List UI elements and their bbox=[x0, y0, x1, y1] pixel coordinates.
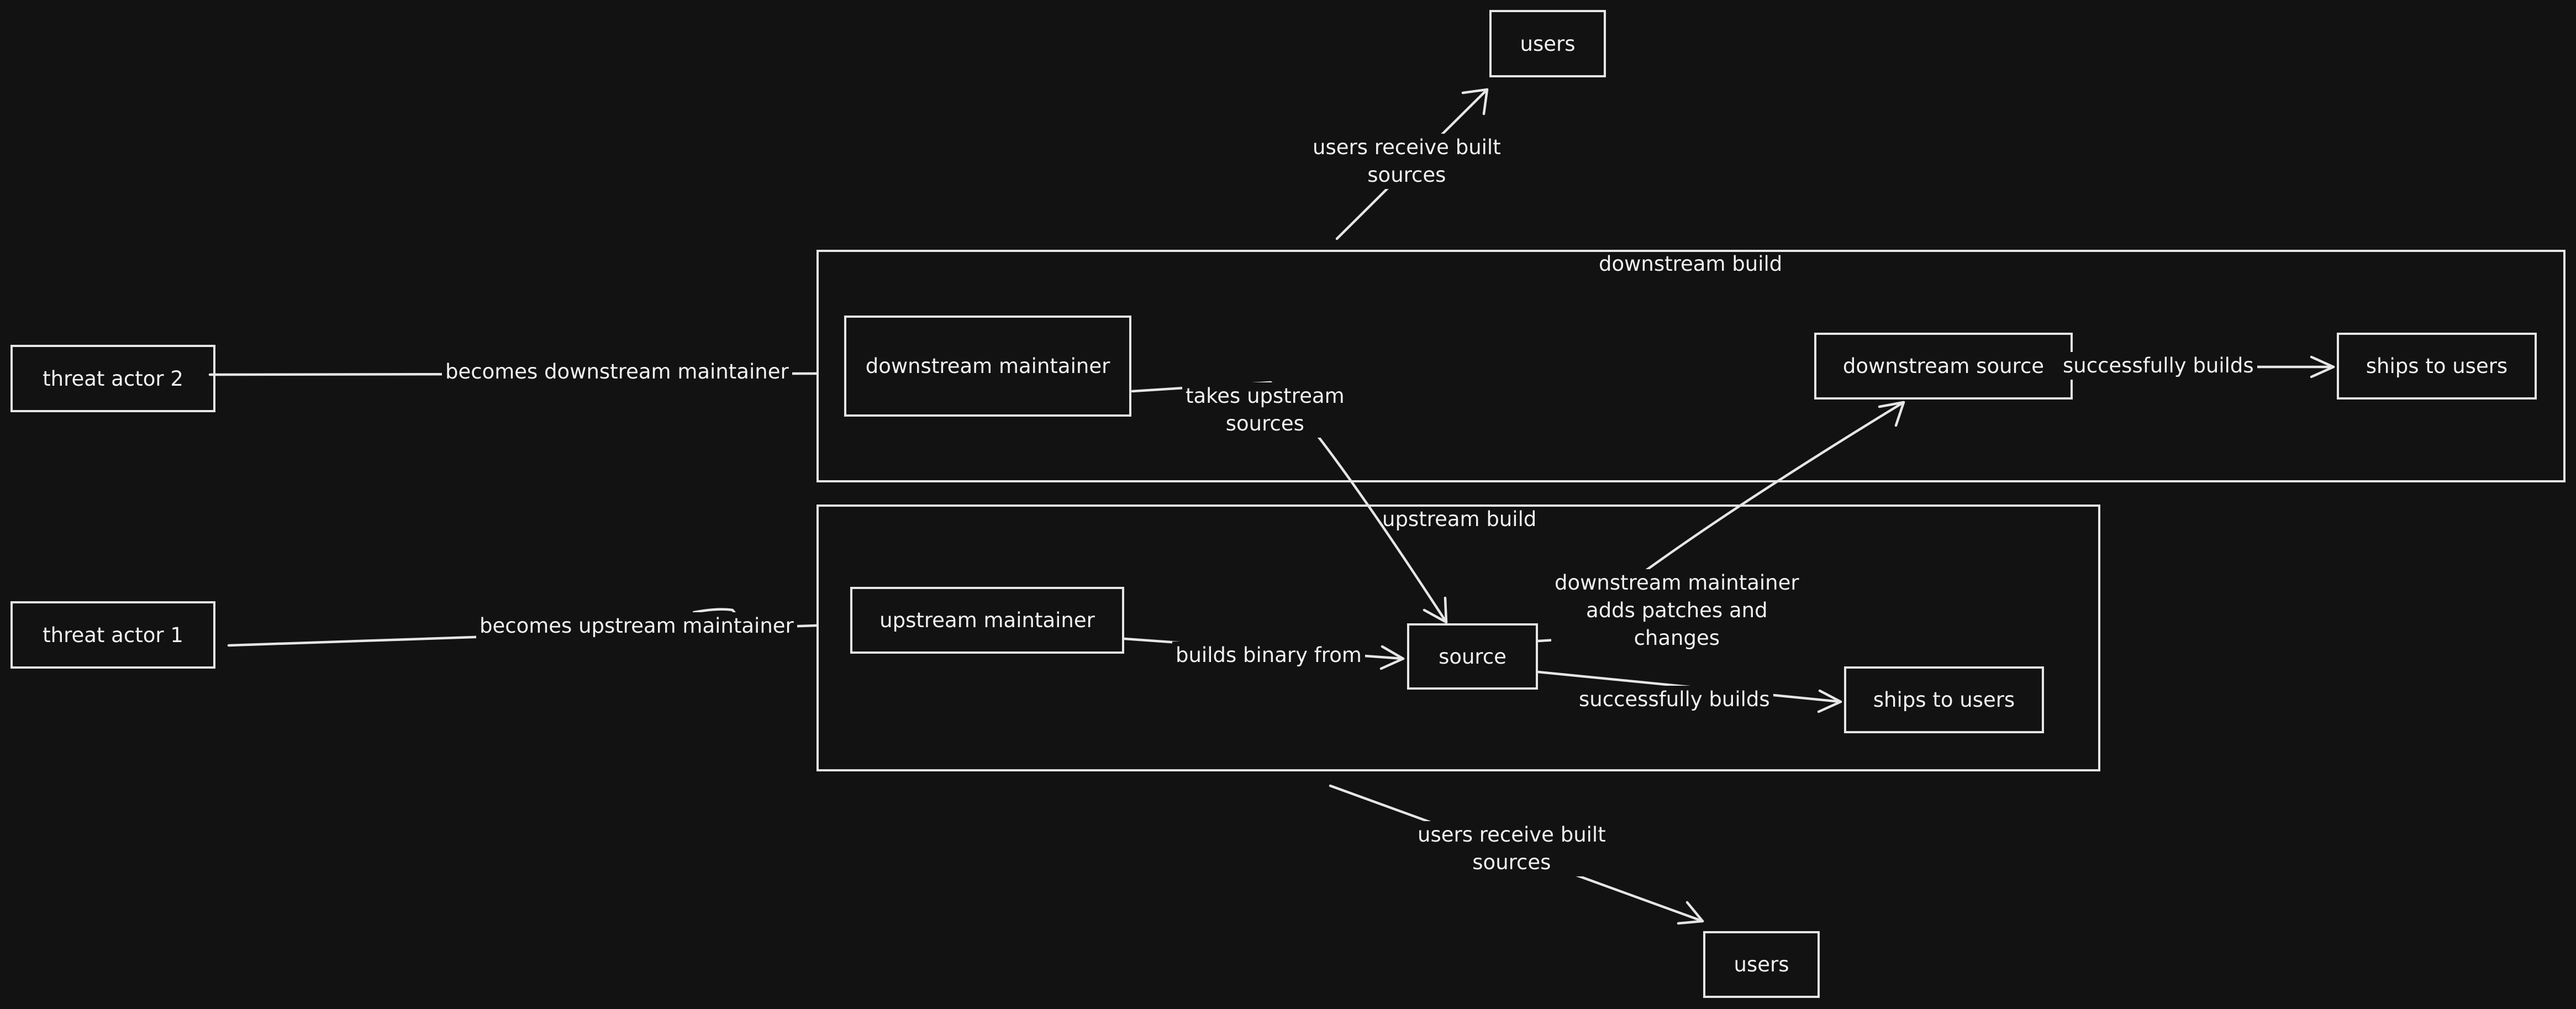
arrowhead-users-bottom bbox=[1677, 901, 1704, 925]
node-downstream-source[interactable]: downstream source bbox=[1814, 333, 2073, 400]
node-downstream-maintainer[interactable]: downstream maintainer bbox=[844, 316, 1131, 417]
arrowhead-source-top bbox=[1423, 596, 1448, 624]
edge-label-downstream-adds-patches: downstream maintainer adds patches and c… bbox=[1551, 569, 1803, 652]
node-users-bottom[interactable]: users bbox=[1703, 931, 1820, 998]
edge-label-line: users receive built bbox=[1418, 823, 1606, 847]
arrowhead-ships-downstream bbox=[2310, 355, 2335, 379]
node-upstream-maintainer[interactable]: upstream maintainer bbox=[850, 587, 1124, 654]
node-source[interactable]: source bbox=[1407, 623, 1538, 690]
group-upstream-build[interactable] bbox=[816, 504, 2100, 771]
edge-label-becomes-upstream-maintainer: becomes upstream maintainer bbox=[476, 612, 797, 640]
edge-label-successfully-builds-upstream: successfully builds bbox=[1576, 686, 1773, 713]
arrowhead-users-top bbox=[1461, 88, 1489, 115]
node-ships-to-users-upstream[interactable]: ships to users bbox=[1844, 666, 2044, 733]
group-title-downstream-build: downstream build bbox=[1599, 252, 1783, 276]
edge-label-line: adds patches and bbox=[1586, 598, 1768, 622]
edge-label-takes-upstream-sources: takes upstream sources bbox=[1182, 382, 1348, 438]
edge-label-line: takes upstream bbox=[1186, 384, 1345, 408]
edge-label-line: users receive built bbox=[1313, 135, 1501, 159]
edge-label-line: sources bbox=[1225, 412, 1304, 435]
node-ships-to-users-downstream[interactable]: ships to users bbox=[2337, 333, 2537, 400]
group-title-upstream-build: upstream build bbox=[1382, 507, 1537, 531]
node-threat-actor-1[interactable]: threat actor 1 bbox=[10, 601, 215, 669]
arrowhead-source-left bbox=[1379, 645, 1405, 670]
arrowhead-upstream-maintainer bbox=[692, 608, 739, 617]
edge-label-users-receive-top: users receive built sources bbox=[1309, 134, 1504, 189]
arrowhead-downstream-source bbox=[1878, 401, 1905, 427]
arrowhead-ships-upstream bbox=[1817, 689, 1842, 713]
edge-label-becomes-downstream-maintainer: becomes downstream maintainer bbox=[442, 358, 792, 386]
node-threat-actor-2[interactable]: threat actor 2 bbox=[10, 345, 215, 412]
group-downstream-build[interactable] bbox=[816, 250, 2566, 482]
edge-label-builds-binary-from: builds binary from bbox=[1172, 642, 1365, 669]
edge-label-line: downstream maintainer bbox=[1555, 571, 1799, 595]
edge-label-line: sources bbox=[1367, 163, 1446, 187]
edge-label-line: changes bbox=[1634, 626, 1720, 650]
node-users-top[interactable]: users bbox=[1489, 10, 1606, 77]
edge-label-successfully-builds-downstream: successfully builds bbox=[2059, 352, 2257, 380]
edge-label-users-receive-bottom: users receive built sources bbox=[1414, 821, 1609, 876]
edge-label-line: sources bbox=[1472, 850, 1551, 874]
